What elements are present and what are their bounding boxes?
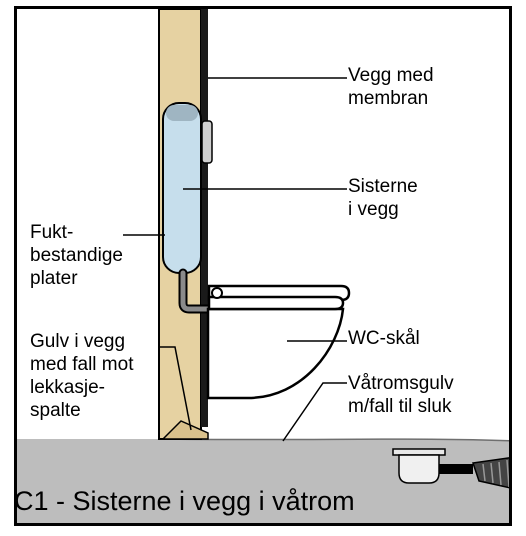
wall-membrane — [201, 9, 208, 427]
wc-rim — [207, 295, 345, 311]
floor — [17, 439, 509, 523]
seat-hinge — [211, 287, 223, 299]
drain-grate — [392, 448, 446, 456]
drain-body — [398, 454, 440, 484]
floor-surface-line — [158, 438, 509, 442]
floor-in-wall-wedge — [161, 420, 209, 440]
label-wc-bowl: WC-skål — [348, 328, 420, 349]
leader-wetroom-floor — [282, 382, 347, 442]
diagram-frame — [14, 6, 512, 526]
leader-floor-in-wall — [158, 346, 192, 431]
label-moisture-boards: Fukt- bestandige plater — [30, 222, 123, 289]
wetroom-illustration — [17, 9, 509, 523]
label-wetroom-floor: Våtromsgulv m/fall til sluk — [348, 373, 454, 417]
label-wall-membrane: Vegg med membran — [348, 65, 434, 109]
label-floor-in-wall: Gulv i vegg med fall mot lekkasje- spalt… — [30, 331, 134, 421]
cistern-tank — [162, 102, 202, 274]
label-cistern: Sisterne i vegg — [348, 176, 418, 220]
flush-plate — [201, 120, 213, 164]
figure-caption: C1 - Sisterne i vegg i våtrom — [14, 486, 355, 516]
cistern-top — [166, 105, 198, 121]
wc-bowl — [206, 307, 345, 400]
